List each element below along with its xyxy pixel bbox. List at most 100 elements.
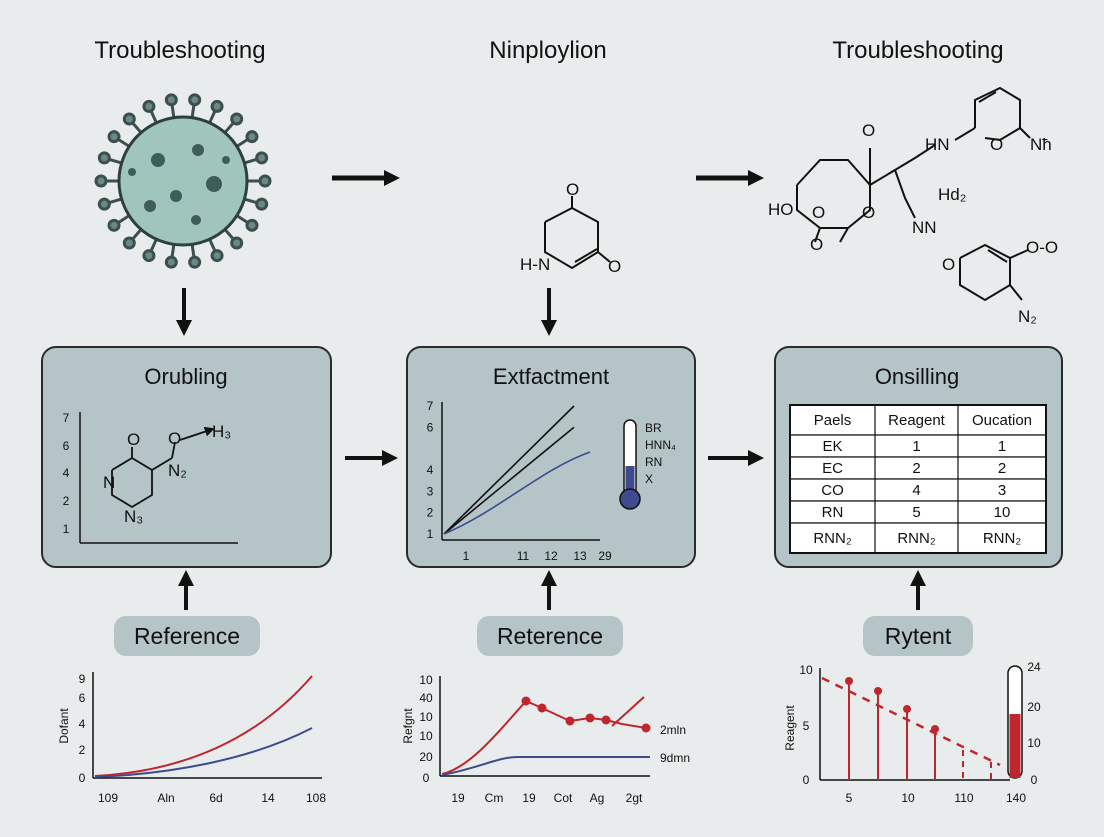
chart2-x-tick: Cm (485, 791, 504, 805)
chart3-point (874, 687, 882, 695)
chart3-point (903, 705, 911, 713)
virus-spike-tip (245, 130, 259, 144)
box1-y-tick: 7 (63, 411, 70, 425)
table-cell: 3 (998, 482, 1006, 499)
thermo-tick: 20 (1027, 700, 1041, 714)
box1-chem: N (103, 473, 115, 492)
box1-y-tick: 2 (63, 494, 70, 508)
table-cell: 5 (912, 504, 920, 521)
box2-y-tick: 1 (427, 527, 434, 541)
box1-chem: O (168, 429, 181, 448)
box1-chem: N₃ (124, 507, 143, 526)
virus-spike-tip (97, 151, 111, 165)
chem-nn: NN (912, 218, 937, 237)
table-cell: 1 (912, 438, 920, 455)
virus-spike-tip (94, 174, 108, 188)
column-title-2: Ninploylion (489, 37, 606, 64)
table-border (789, 404, 1047, 554)
box2-x-tick: 11 (517, 549, 530, 563)
chem-o-ring: O (990, 135, 1003, 154)
table-cell: EK (822, 438, 842, 455)
chart2-label: 9dmn (660, 751, 690, 765)
process-box-1 (41, 346, 332, 568)
virus-spike-tip (164, 255, 178, 269)
chart2-label: 2mln (660, 723, 686, 737)
chart1-x-tick: Aln (157, 791, 174, 805)
chart1-ylabel: Dofant (57, 708, 71, 744)
chart1-x-tick: 109 (98, 791, 118, 805)
table-header-cell: Paels (814, 412, 852, 429)
virus-spike-tip (122, 236, 136, 250)
chart2-x-tick: Ag (590, 791, 605, 805)
box-title-3: Onsilling (875, 364, 959, 389)
chem-o: O (566, 180, 579, 199)
virus-spike-tip (164, 93, 178, 107)
box2-legend-label: HNN₄ (645, 438, 676, 452)
virus-spike-tip (230, 236, 244, 250)
molecule-structure (796, 86, 1031, 302)
process-box-2 (406, 346, 696, 568)
reference-pill (477, 616, 623, 656)
virus-spike-tip (230, 112, 244, 126)
chart2-y-tick: 0 (423, 771, 430, 785)
table-cell: 1 (998, 438, 1006, 455)
box2-x-tick: 1 (463, 549, 470, 563)
virus-spike-tip (122, 112, 136, 126)
column-title-3: Troubleshooting (832, 37, 1003, 64)
box-title-2: Extfactment (493, 364, 609, 389)
table-cell: 2 (998, 460, 1006, 477)
reference-pill (863, 616, 973, 656)
box2-x-tick: 12 (544, 549, 558, 563)
virus-spike-tip (97, 197, 111, 211)
chem-o-top: O (862, 121, 875, 140)
table-cell: RNN₂ (897, 530, 935, 547)
table-row (789, 404, 1047, 436)
chem-o: O (812, 203, 825, 222)
chart2-x-tick: 19 (522, 791, 536, 805)
box2-series-line (443, 405, 575, 535)
chart2-x-tick: 19 (451, 791, 465, 805)
box2-legend-label: RN (645, 455, 662, 469)
chart1-y-tick: 4 (79, 717, 86, 731)
chart3-y-tick: 0 (803, 773, 810, 787)
chart2-ylabel: Refgnt (401, 708, 415, 744)
box-title-1: Orubling (144, 364, 227, 389)
table-header-cell: Oucation (972, 412, 1032, 429)
table-cell: RNN₂ (983, 530, 1021, 547)
chart2-y-tick: 20 (419, 750, 433, 764)
table-cell: 4 (912, 482, 920, 499)
box2-x-tick: 13 (573, 549, 587, 563)
chem-n2: N₂ (1018, 307, 1037, 326)
virus-spike-tip (107, 130, 121, 144)
chem-ho: HO (768, 200, 794, 219)
chart2-point (537, 703, 547, 713)
pyridinone-structure (544, 196, 611, 270)
box1-y-tick: 6 (63, 439, 70, 453)
table-cell: CO (821, 482, 844, 499)
box2-series-line (443, 426, 575, 535)
table-cell: RNN₂ (813, 530, 851, 547)
chart2-line-red-branch (611, 696, 645, 727)
chart1-y-tick: 2 (79, 743, 86, 757)
chart2-x-tick: 2gt (626, 791, 643, 805)
chart1-line-navy (94, 727, 313, 778)
virus-spike-tip (255, 151, 269, 165)
box1-molecule (111, 426, 215, 509)
chem-nh: Nħ (1030, 135, 1052, 154)
chart1-line-red (94, 675, 313, 777)
virus-spike-tip (258, 174, 272, 188)
chart1-y-tick: 0 (79, 771, 86, 785)
virus-spike-tip (142, 249, 156, 263)
chart2-y-tick: 10 (419, 710, 433, 724)
chart2-y-tick: 40 (419, 691, 433, 705)
chart3-x-tick: 140 (1006, 791, 1026, 805)
chart2-point (641, 723, 651, 733)
chart3-y-tick: 5 (803, 719, 810, 733)
chem-o: O (862, 203, 875, 222)
box2-legend-label: BR (645, 421, 662, 435)
pill-label-2: Reterence (497, 623, 603, 649)
chart2-y-tick: 10 (419, 673, 433, 687)
thermometer-icon (619, 419, 641, 510)
